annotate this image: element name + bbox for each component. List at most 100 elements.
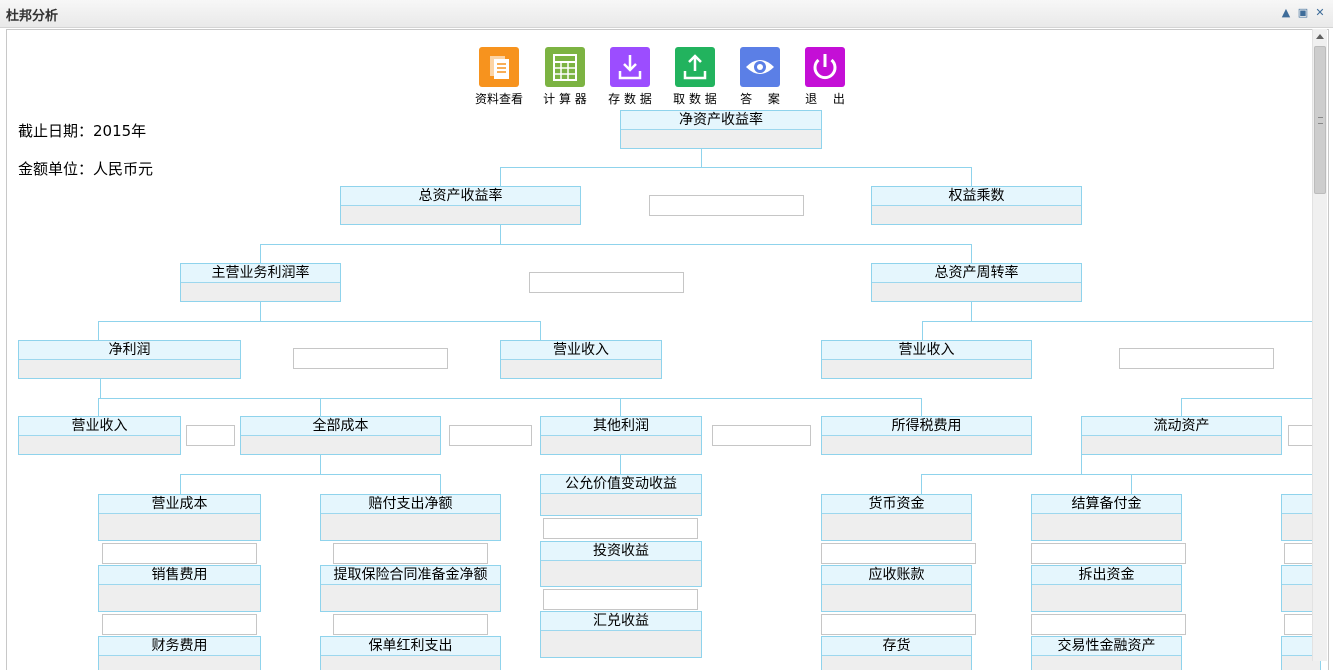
node-title bbox=[1282, 566, 1320, 585]
operator-field[interactable] bbox=[186, 425, 235, 446]
node-title: 交易性金融资产 bbox=[1032, 637, 1181, 656]
window-titlebar: 杜邦分析 ▲ ▣ ✕ bbox=[0, 0, 1333, 28]
close-icon[interactable]: ✕ bbox=[1315, 6, 1325, 19]
node-gyjzbdsy[interactable]: 公允价值变动收益 bbox=[540, 474, 702, 516]
node-yysr-3[interactable]: 营业收入 bbox=[18, 416, 181, 455]
save-data-label: 存 数 据 bbox=[608, 92, 652, 106]
node-value bbox=[1032, 514, 1181, 540]
calculator-label: 计 算 器 bbox=[543, 92, 587, 106]
operator-field[interactable] bbox=[821, 614, 976, 635]
operator-field[interactable] bbox=[543, 589, 698, 610]
node-title: 净利润 bbox=[19, 341, 240, 360]
exit-button[interactable]: 退 出 bbox=[796, 47, 854, 107]
connector bbox=[98, 398, 922, 399]
node-value bbox=[541, 436, 701, 454]
operator-field[interactable] bbox=[543, 518, 698, 539]
node-value bbox=[822, 514, 971, 540]
connector bbox=[260, 244, 261, 263]
operator-field[interactable] bbox=[293, 348, 448, 369]
scroll-up-icon[interactable] bbox=[1316, 34, 1324, 39]
node-value bbox=[621, 130, 821, 148]
node-yszk[interactable]: 应收账款 bbox=[821, 565, 972, 612]
node-value bbox=[99, 585, 260, 611]
load-data-button[interactable]: 取 数 据 bbox=[666, 47, 724, 107]
node-jyxjrzc[interactable]: 交易性金融资产 bbox=[1031, 636, 1182, 670]
node-value bbox=[501, 360, 661, 378]
node-cwfy[interactable]: 财务费用 bbox=[98, 636, 261, 670]
node-title: 其他利润 bbox=[541, 417, 701, 436]
node-jzcsyl[interactable]: 净资产收益率 bbox=[620, 110, 822, 149]
node-qycs[interactable]: 权益乘数 bbox=[871, 186, 1082, 225]
node-value bbox=[541, 631, 701, 657]
node-title: 赔付支出净额 bbox=[321, 495, 500, 514]
node-title: 投资收益 bbox=[541, 542, 701, 561]
node-xsfy[interactable]: 销售费用 bbox=[98, 565, 261, 612]
node-jlr[interactable]: 净利润 bbox=[18, 340, 241, 379]
node-title: 总资产周转率 bbox=[872, 264, 1081, 283]
connector bbox=[440, 474, 441, 494]
save-data-button[interactable]: 存 数 据 bbox=[601, 47, 659, 107]
operator-field[interactable] bbox=[712, 425, 811, 446]
connector bbox=[620, 455, 621, 474]
maximize-icon[interactable]: ▣ bbox=[1297, 6, 1309, 19]
connector bbox=[320, 455, 321, 474]
connector bbox=[180, 474, 440, 475]
vertical-scrollbar[interactable] bbox=[1312, 29, 1327, 661]
connector bbox=[971, 302, 972, 321]
operator-field[interactable] bbox=[102, 543, 257, 564]
calculator-button[interactable]: 计 算 器 bbox=[536, 47, 594, 107]
node-ch[interactable]: 存货 bbox=[821, 636, 972, 670]
node-bdhlzc[interactable]: 保单红利支出 bbox=[320, 636, 501, 670]
connector bbox=[1131, 474, 1132, 494]
operator-field[interactable] bbox=[102, 614, 257, 635]
node-tqbx[interactable]: 提取保险合同准备金净额 bbox=[320, 565, 501, 612]
node-hbzj[interactable]: 货币资金 bbox=[821, 494, 972, 541]
node-hdsy[interactable]: 汇兑收益 bbox=[540, 611, 702, 658]
operator-field[interactable] bbox=[449, 425, 532, 446]
connector bbox=[98, 398, 99, 416]
node-yysr-2[interactable]: 营业收入 bbox=[821, 340, 1032, 379]
operator-field[interactable] bbox=[529, 272, 684, 293]
operator-field[interactable] bbox=[1031, 543, 1186, 564]
node-cczj[interactable]: 拆出资金 bbox=[1031, 565, 1182, 612]
node-tzsy[interactable]: 投资收益 bbox=[540, 541, 702, 587]
node-ldzc[interactable]: 流动资产 bbox=[1081, 416, 1282, 455]
connector bbox=[620, 398, 621, 416]
operator-field[interactable] bbox=[649, 195, 804, 216]
operator-field[interactable] bbox=[1031, 614, 1186, 635]
connector bbox=[921, 474, 1314, 475]
node-title: 货币资金 bbox=[822, 495, 971, 514]
node-qbcb[interactable]: 全部成本 bbox=[240, 416, 441, 455]
connector bbox=[1181, 398, 1182, 416]
operator-field[interactable] bbox=[821, 543, 976, 564]
connector bbox=[971, 167, 972, 186]
connector bbox=[701, 149, 702, 167]
node-yycb[interactable]: 营业成本 bbox=[98, 494, 261, 541]
node-zzczzl[interactable]: 总资产周转率 bbox=[871, 263, 1082, 302]
operator-field[interactable] bbox=[333, 614, 488, 635]
node-value bbox=[321, 656, 500, 670]
ziliao-button[interactable]: 资料查看 bbox=[470, 47, 528, 107]
node-zyywlrl[interactable]: 主营业务利润率 bbox=[180, 263, 341, 302]
exit-label: 退 出 bbox=[805, 92, 845, 106]
node-partial[interactable] bbox=[1281, 494, 1321, 541]
node-pfzcje[interactable]: 赔付支出净额 bbox=[320, 494, 501, 541]
connector bbox=[540, 321, 541, 340]
download-tray-icon bbox=[610, 47, 650, 87]
node-jsbfj[interactable]: 结算备付金 bbox=[1031, 494, 1182, 541]
node-qtlr[interactable]: 其他利润 bbox=[540, 416, 702, 455]
node-sdsfy[interactable]: 所得税费用 bbox=[821, 416, 1032, 455]
connector bbox=[100, 379, 101, 398]
collapse-icon[interactable]: ▲ bbox=[1281, 6, 1291, 19]
node-value bbox=[19, 360, 240, 378]
node-zzcsyl[interactable]: 总资产收益率 bbox=[340, 186, 581, 225]
node-yysr-1[interactable]: 营业收入 bbox=[500, 340, 662, 379]
answer-button[interactable]: 答 案 bbox=[731, 47, 789, 107]
calculator-icon bbox=[545, 47, 585, 87]
operator-field[interactable] bbox=[1119, 348, 1274, 369]
scrollbar-thumb[interactable] bbox=[1314, 46, 1326, 194]
operator-field[interactable] bbox=[333, 543, 488, 564]
node-value bbox=[541, 561, 701, 586]
node-value bbox=[822, 360, 1031, 378]
connector bbox=[260, 302, 261, 321]
